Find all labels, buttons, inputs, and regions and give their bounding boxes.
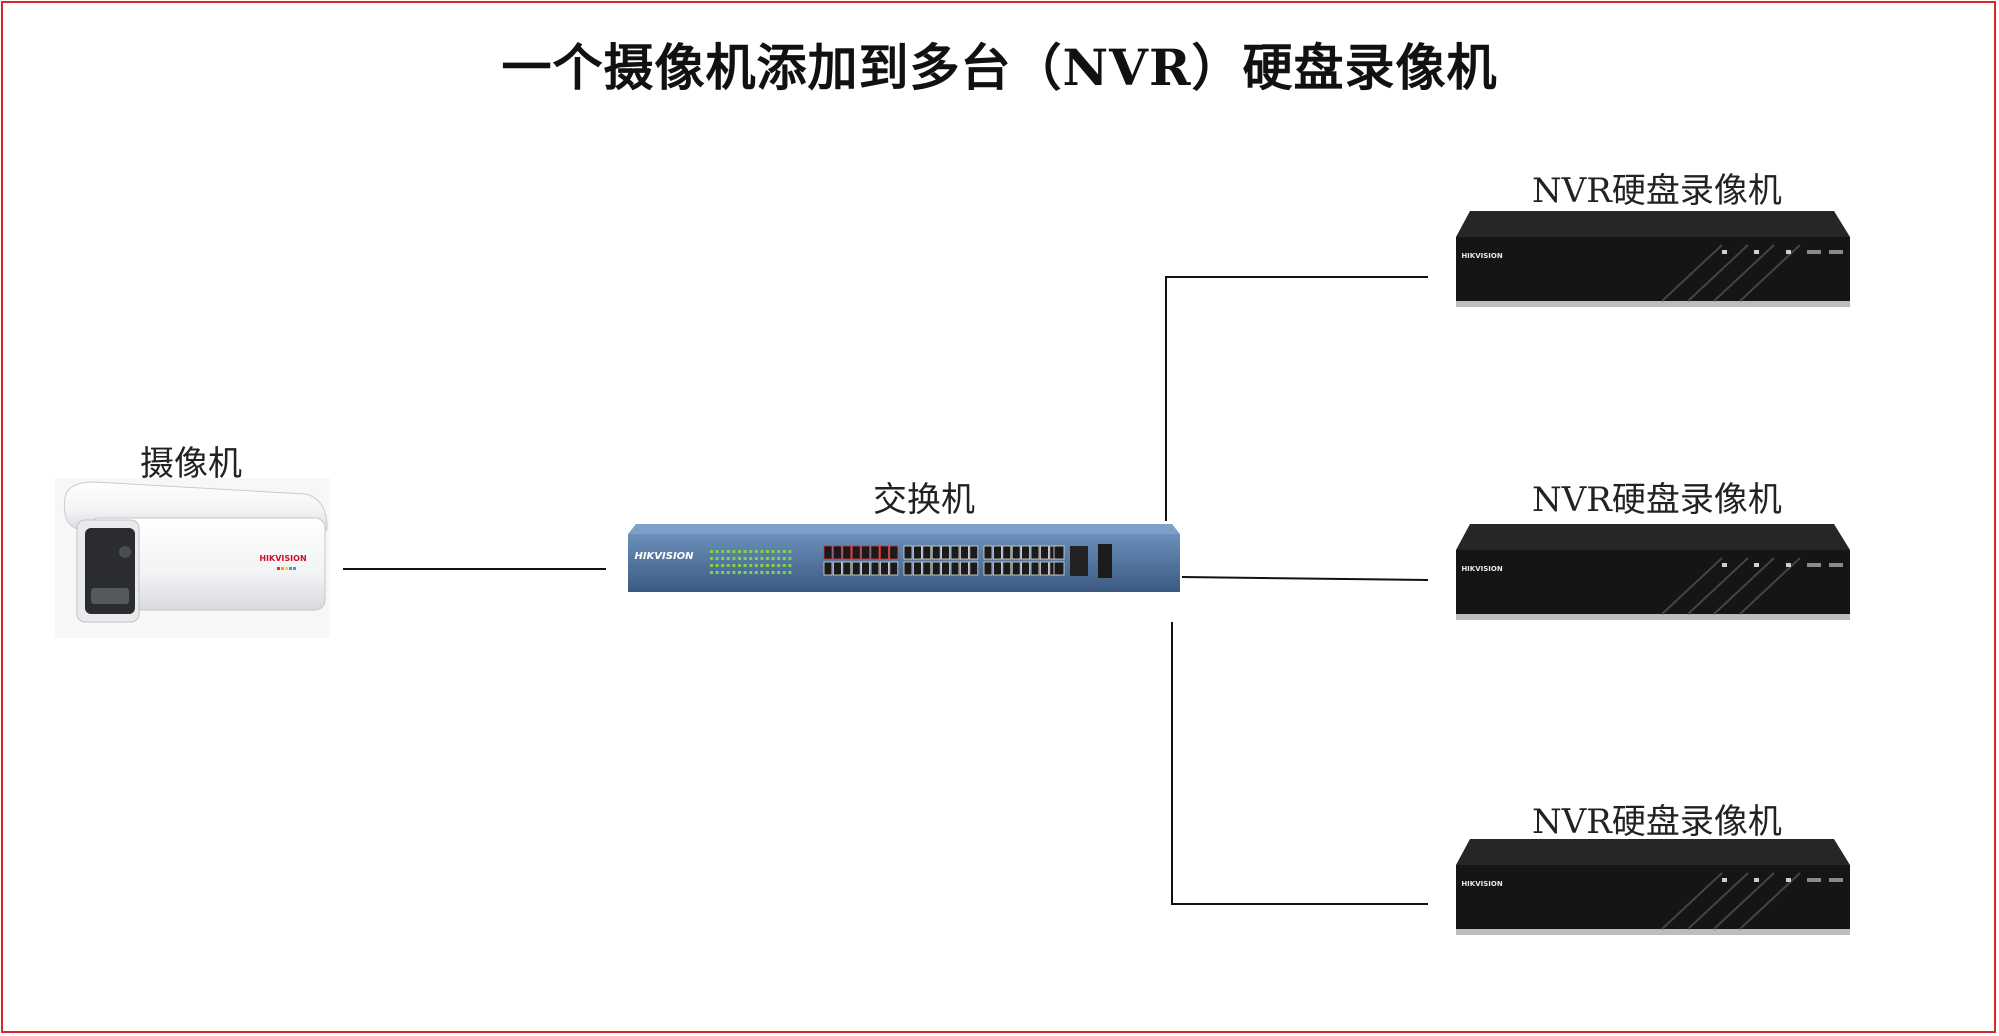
nvr-label-2: NVR硬盘录像机 — [1532, 480, 1782, 520]
camera-label: 摄像机 — [140, 444, 242, 484]
nvr-label-3: NVR硬盘录像机 — [1532, 802, 1782, 842]
switch-icon: HIKVISION — [628, 524, 1180, 592]
nvr-label-1: NVR硬盘录像机 — [1532, 171, 1782, 211]
nvr-brand: HIKVISION — [1461, 880, 1503, 888]
wire-switch-nvr-3 — [1171, 622, 1428, 905]
wire-switch-nvr-1 — [1165, 276, 1428, 521]
camera-icon: HIKVISION — [55, 478, 330, 638]
nvr-icon-3: HIKVISION — [1456, 839, 1850, 935]
diagram-title: 一个摄像机添加到多台（NVR）硬盘录像机 — [501, 38, 1498, 97]
switch-brand: HIKVISION — [634, 551, 694, 562]
switch-label: 交换机 — [873, 480, 975, 520]
nvr-icon-2: HIKVISION — [1456, 524, 1850, 620]
switch-port-bank — [823, 545, 1065, 576]
camera-brand: HIKVISION — [259, 554, 306, 563]
nvr-brand: HIKVISION — [1461, 565, 1503, 573]
nvr-brand: HIKVISION — [1461, 252, 1503, 260]
wire-switch-nvr-2 — [1181, 576, 1429, 581]
switch-led-panel — [710, 550, 792, 574]
nvr-icon-1: HIKVISION — [1456, 211, 1850, 307]
